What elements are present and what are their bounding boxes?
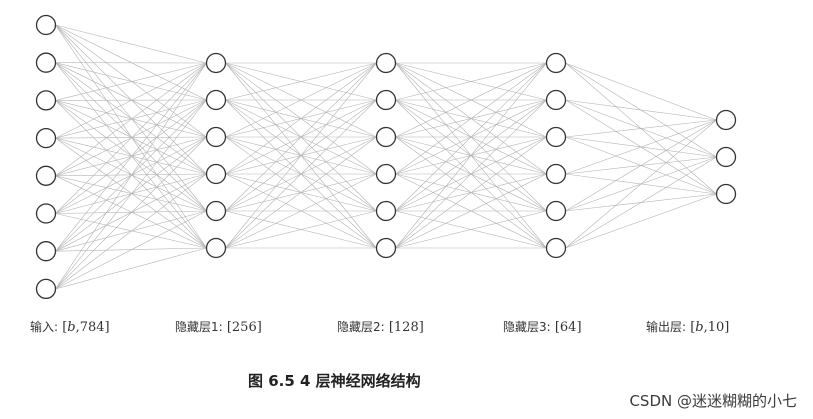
node-hidden2-3 [375, 163, 397, 185]
node-hidden3-5 [545, 237, 567, 259]
node-input-3 [35, 127, 57, 149]
edge-input-3-hidden1-5 [55, 137, 207, 249]
edge-input-1-hidden1-2 [55, 62, 207, 138]
node-input-7 [35, 278, 57, 300]
edge-input-7-hidden1-5 [55, 247, 207, 290]
watermark: CSDN @迷迷糊糊的小七 [629, 392, 797, 410]
node-hidden2-5 [375, 237, 397, 259]
edge-hidden1-4-hidden2-0 [225, 62, 377, 212]
edge-input-4-hidden1-4 [55, 175, 207, 212]
edge-input-7-hidden1-4 [55, 210, 207, 290]
node-hidden2-1 [375, 89, 397, 111]
edge-input-0-hidden1-2 [55, 24, 207, 138]
edge-hidden3-0-output-0 [565, 62, 717, 121]
edge-hidden3-5-output-0 [565, 119, 717, 249]
edge-hidden3-1-output-0 [565, 99, 717, 121]
edge-input-2-hidden1-0 [55, 62, 207, 101]
label-hidden1: 隐藏层1: [256] [175, 320, 262, 335]
node-input-6 [35, 241, 57, 262]
label-input: 输入: [b,784] [30, 320, 110, 335]
node-input-5 [35, 203, 57, 224]
edge-hidden1-2-hidden2-0 [225, 62, 377, 138]
edge-hidden1-5-hidden2-4 [225, 210, 377, 249]
node-hidden2-0 [375, 52, 397, 74]
edge-hidden2-5-hidden3-2 [395, 136, 547, 249]
edge-hidden1-5-hidden2-1 [225, 99, 377, 249]
edge-input-6-hidden1-5 [55, 247, 207, 252]
edge-hidden1-1-hidden2-0 [225, 62, 377, 101]
figure-caption: 图 6.5 4 层神经网络结构 [248, 372, 421, 390]
edge-hidden3-4-output-0 [565, 119, 717, 212]
network-diagram [35, 14, 737, 300]
label-hidden2: 隐藏层2: [128] [337, 320, 424, 335]
node-hidden3-4 [545, 200, 567, 222]
edge-hidden2-5-hidden3-1 [395, 99, 547, 249]
edge-input-0-hidden1-3 [55, 24, 207, 175]
edge-hidden2-3-hidden3-0 [395, 62, 547, 175]
node-input-2 [35, 90, 57, 111]
edge-input-5-hidden1-5 [55, 213, 207, 249]
edge-hidden1-5-hidden2-2 [225, 136, 377, 249]
edge-input-5-hidden1-0 [55, 62, 207, 214]
node-output-1 [715, 146, 737, 168]
edge-hidden3-2-output-0 [565, 119, 717, 138]
edge-hidden1-5-hidden2-3 [225, 173, 377, 249]
label-hidden3: 隐藏层3: [64] [503, 320, 582, 335]
node-output-0 [715, 109, 737, 131]
node-hidden3-2 [545, 126, 567, 148]
edge-hidden1-3-hidden2-0 [225, 62, 377, 175]
edge-hidden2-5-hidden3-0 [395, 62, 547, 249]
node-hidden1-5 [205, 237, 227, 259]
edge-input-4-hidden1-5 [55, 175, 207, 249]
edge-input-2-hidden1-5 [55, 100, 207, 249]
node-input-0 [35, 14, 57, 36]
node-hidden1-2 [205, 126, 227, 148]
edge-input-7-hidden1-3 [55, 173, 207, 290]
edge-input-3-hidden1-0 [55, 62, 207, 139]
edge-input-3-hidden1-4 [55, 137, 207, 212]
edge-hidden3-5-output-1 [565, 156, 717, 249]
edge-input-4-hidden1-0 [55, 62, 207, 177]
node-hidden1-1 [205, 89, 227, 111]
edge-input-0-hidden1-0 [55, 24, 207, 64]
node-hidden1-4 [205, 200, 227, 222]
edge-input-2-hidden1-4 [55, 100, 207, 212]
edge-input-1-hidden1-3 [55, 62, 207, 175]
node-hidden3-0 [545, 52, 567, 74]
edges-group [55, 24, 717, 290]
node-hidden2-4 [375, 200, 397, 222]
node-hidden3-3 [545, 163, 567, 185]
edge-input-3-hidden1-3 [55, 137, 207, 175]
edge-input-5-hidden1-4 [55, 210, 207, 214]
edge-hidden2-1-hidden3-0 [395, 62, 547, 101]
label-output: 输出层: [b,10] [646, 320, 730, 335]
edge-hidden1-5-hidden2-0 [225, 62, 377, 249]
edge-hidden2-2-hidden3-0 [395, 62, 547, 138]
edge-input-6-hidden1-0 [55, 62, 207, 252]
edge-hidden2-5-hidden3-3 [395, 173, 547, 249]
edge-input-3-hidden1-2 [55, 136, 207, 139]
edge-input-2-hidden1-3 [55, 100, 207, 175]
edge-input-2-hidden1-2 [55, 100, 207, 138]
edge-input-0-hidden1-1 [55, 24, 207, 101]
edge-hidden3-3-output-0 [565, 119, 717, 175]
node-hidden1-0 [205, 52, 227, 74]
edge-input-7-hidden1-2 [55, 136, 207, 290]
node-output-2 [715, 183, 737, 205]
edge-hidden2-5-hidden3-4 [395, 210, 547, 249]
edge-input-7-hidden1-0 [55, 62, 207, 290]
edge-input-7-hidden1-1 [55, 99, 207, 290]
node-input-4 [35, 165, 57, 186]
edge-input-1-hidden1-4 [55, 62, 207, 212]
node-hidden3-1 [545, 89, 567, 111]
node-hidden1-3 [205, 163, 227, 185]
nodes-group [35, 14, 737, 300]
edge-input-4-hidden1-3 [55, 173, 207, 177]
edge-hidden2-4-hidden3-0 [395, 62, 547, 212]
edge-input-1-hidden1-1 [55, 62, 207, 101]
node-input-1 [35, 52, 57, 73]
node-hidden2-2 [375, 126, 397, 148]
edge-hidden3-5-output-2 [565, 193, 717, 249]
